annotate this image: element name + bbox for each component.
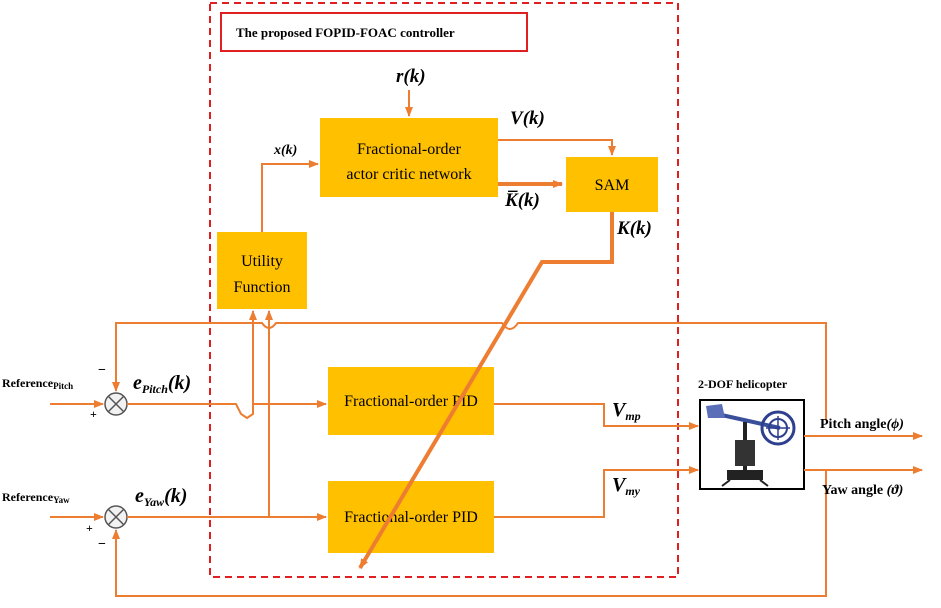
- x-label: x(k): [273, 143, 297, 158]
- helicopter-label: 2-DOF helicopter: [698, 377, 788, 391]
- utility-label-line1: Utility: [241, 253, 283, 270]
- controller-boundary: [209, 2, 679, 578]
- vmp-signal-arrow: [494, 403, 699, 430]
- pid-yaw-label: Fractional-order PID: [344, 509, 478, 526]
- actor-critic-block: [320, 118, 498, 197]
- yaw-minus-sign: −: [98, 537, 106, 552]
- kbar-label: K̅(k): [504, 190, 540, 211]
- e-yaw-label: eYaw(k): [135, 485, 187, 509]
- pitch-minus-sign: −: [98, 363, 106, 378]
- r-label: r(k): [396, 66, 426, 87]
- pid-yaw-block: [328, 481, 494, 553]
- v-signal-arrow: [498, 139, 616, 156]
- v-label: V(k): [510, 108, 545, 129]
- utility-label-line2: Function: [234, 279, 291, 296]
- vmy-label: Vmy: [612, 474, 641, 498]
- sam-block: [566, 157, 658, 212]
- pitch-summing-junction: [104, 392, 128, 416]
- actor-critic-label-line1: Fractional-order: [357, 141, 462, 158]
- pitch-error-line-a: [127, 403, 254, 420]
- k-tuning-line: [358, 212, 614, 570]
- pitch-plus-sign: +: [90, 407, 97, 421]
- yaw-plus-sign: +: [86, 521, 93, 535]
- helicopter-illustration: [706, 404, 796, 487]
- e-pitch-label: ePitch(k): [133, 372, 191, 396]
- ref-yaw-label: ReferenceYaw: [2, 490, 70, 505]
- yaw-summing-junction: [104, 505, 128, 529]
- sam-label: SAM: [595, 177, 630, 194]
- yaw-feedback-loop: [112, 470, 827, 597]
- vmp-label: Vmp: [612, 399, 641, 423]
- title-box: [220, 12, 528, 52]
- ref-pitch-label: ReferencePitch: [2, 376, 73, 391]
- pitch-feedback-loop: [112, 322, 827, 420]
- pid-pitch-block: [328, 367, 494, 435]
- pitch-angle-label: Pitch angle(ϕ): [820, 417, 904, 432]
- pid-pitch-label: Fractional-order PID: [344, 393, 478, 410]
- k-label: K(k): [616, 218, 652, 239]
- diagram-title: The proposed FOPID-FOAC controller: [236, 25, 455, 40]
- x-signal-arrow: [261, 160, 319, 232]
- actor-critic-label-line2: actor critic network: [346, 166, 471, 183]
- vmy-signal-arrow: [494, 466, 699, 518]
- yaw-angle-label: Yaw angle (ϑ): [822, 483, 903, 498]
- utility-function-block: [217, 232, 307, 309]
